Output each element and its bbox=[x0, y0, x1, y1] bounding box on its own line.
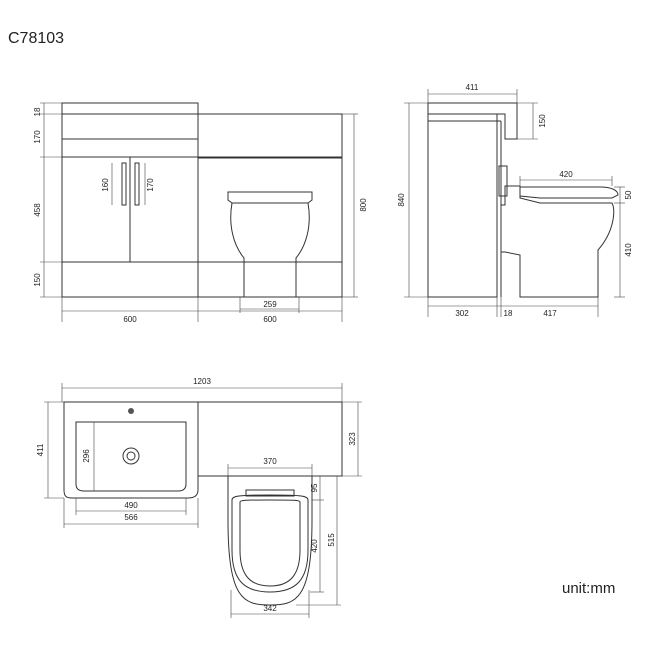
dim-plan-seat-back: 95 bbox=[310, 483, 319, 492]
model-code: C78103 bbox=[8, 30, 65, 47]
plan-basin-bowl bbox=[75, 421, 187, 492]
dim-side-18: 18 bbox=[504, 309, 513, 318]
plan-view: 1203 411 296 490 566 323 370 95 420 515 … bbox=[36, 377, 362, 618]
drain-inner bbox=[126, 451, 136, 461]
left-door-handle bbox=[121, 162, 127, 206]
dim-plan-cabinet-depth: 323 bbox=[348, 432, 357, 446]
dim-side-riser: 150 bbox=[538, 114, 547, 128]
front-elevation: 18 170 458 150 160 170 800 259 600 600 bbox=[33, 102, 368, 324]
dim-plan-seat-length: 420 bbox=[310, 539, 319, 553]
drain-outer bbox=[122, 447, 140, 465]
dim-plan-seat-width: 342 bbox=[263, 604, 277, 613]
dim-front-458: 458 bbox=[33, 203, 42, 217]
plan-seat-lid bbox=[231, 494, 309, 593]
cistern-cabinet-top bbox=[197, 113, 343, 159]
plan-basin-top bbox=[63, 401, 199, 499]
dim-plan-projection: 515 bbox=[327, 533, 336, 547]
unit-label: unit:mm bbox=[562, 580, 616, 597]
dim-plan-basin-width: 490 bbox=[124, 501, 138, 510]
dim-right-width: 600 bbox=[263, 315, 277, 324]
unit-body bbox=[61, 156, 343, 298]
side-unit-outline bbox=[427, 102, 518, 298]
dim-side-seat-length: 420 bbox=[559, 170, 573, 179]
dim-side-417: 417 bbox=[543, 309, 557, 318]
seat-hinge bbox=[245, 489, 295, 497]
dim-front-18: 18 bbox=[33, 107, 42, 116]
dim-side-302: 302 bbox=[455, 309, 469, 318]
side-elevation: 411 150 420 50 410 840 302 18 417 bbox=[397, 83, 633, 318]
side-handle bbox=[498, 165, 508, 197]
side-toilet-profile bbox=[501, 185, 615, 298]
dim-plan-overall-width: 1203 bbox=[193, 377, 211, 386]
dim-plan-depth: 411 bbox=[36, 443, 45, 456]
dim-side-top-width: 411 bbox=[466, 83, 479, 92]
dim-side-overall-height: 840 bbox=[397, 193, 406, 207]
tap-hole bbox=[128, 408, 134, 414]
plan-pan-outline bbox=[227, 475, 313, 606]
dim-front-150: 150 bbox=[33, 273, 42, 287]
dim-handle-left: 160 bbox=[101, 178, 110, 192]
dim-front-170: 170 bbox=[33, 130, 42, 144]
dim-pan-width: 259 bbox=[263, 300, 277, 309]
dim-side-pan-height: 410 bbox=[624, 243, 633, 257]
basin-front bbox=[61, 102, 199, 140]
right-door-handle bbox=[134, 162, 140, 206]
side-seat bbox=[519, 186, 619, 199]
dim-plan-pan-width: 370 bbox=[263, 457, 277, 466]
basin-base-rail bbox=[61, 138, 199, 158]
dim-left-width: 600 bbox=[123, 315, 137, 324]
dim-front-overall-height: 800 bbox=[359, 198, 368, 212]
dim-plan-basin-depth: 296 bbox=[82, 449, 91, 463]
dim-plan-top-width: 566 bbox=[124, 513, 138, 522]
dim-handle-right: 170 bbox=[146, 178, 155, 192]
dim-side-seat-height: 50 bbox=[624, 190, 633, 199]
toilet-front bbox=[227, 191, 313, 298]
